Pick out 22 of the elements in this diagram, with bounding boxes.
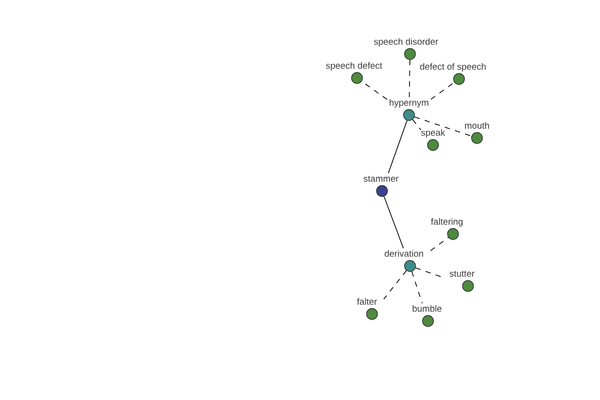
word-label: speech defect (326, 62, 382, 71)
word-label: bumble (412, 305, 442, 312)
word-label: speak (421, 129, 446, 138)
word-label: speech disorder (374, 38, 438, 47)
word-label: defect of speech (420, 63, 486, 72)
word-label: mouth (465, 122, 490, 129)
word-label: hypernym (390, 99, 428, 108)
word-label: faltering (431, 218, 463, 227)
connector-line (388, 120, 408, 174)
word-label: stammer (364, 176, 398, 182)
connector-line (430, 237, 449, 252)
connector-line (411, 271, 423, 304)
connector-line (430, 82, 455, 100)
word-label: derivation (384, 250, 424, 257)
connector-line (414, 116, 472, 137)
connector-line (384, 196, 404, 249)
connector-line (383, 270, 407, 300)
word-label: stutter (450, 270, 474, 277)
connector-line (412, 119, 422, 130)
word-label: falter (357, 298, 377, 305)
connector-line (415, 268, 443, 278)
connector-line (408, 59, 410, 98)
